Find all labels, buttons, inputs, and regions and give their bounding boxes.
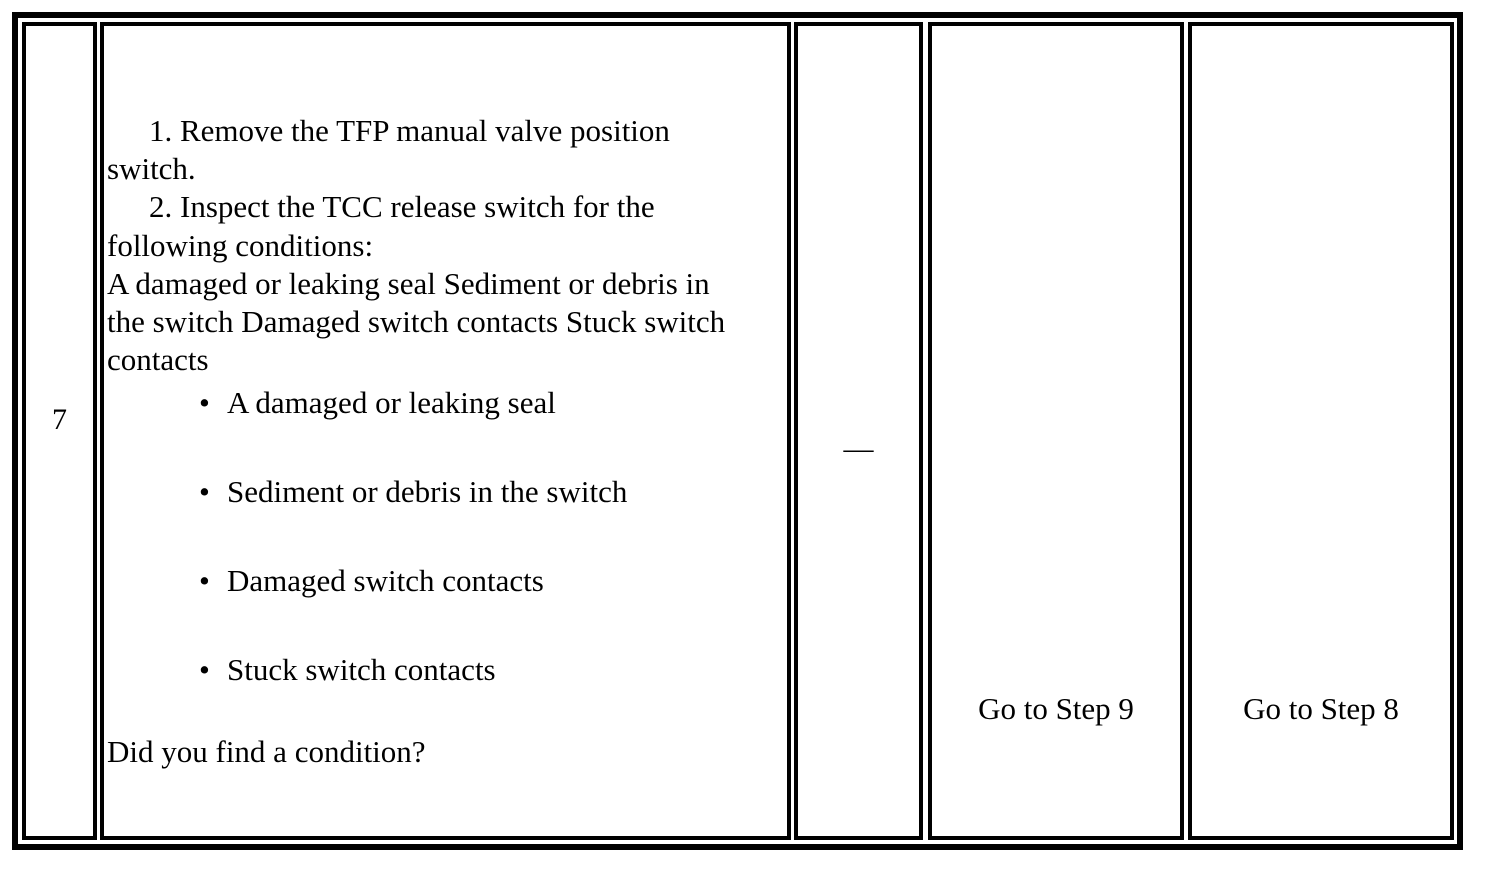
instruction-1: 1. Remove the TFP manual valve position <box>149 113 670 148</box>
action-cell: 1. Remove the TFP manual valve position … <box>100 22 791 840</box>
diagnostic-table: 7 1. Remove the TFP manual valve positio… <box>12 12 1463 850</box>
value-text: — <box>843 432 874 465</box>
action-instructions: 1. Remove the TFP manual valve position … <box>107 112 783 379</box>
instruction-1-cont: switch. <box>107 151 196 187</box>
step-number: 7 <box>52 403 67 436</box>
list-item: • Damaged switch contacts <box>199 562 627 651</box>
bullet-icon: • <box>199 385 210 420</box>
bullet-icon: • <box>199 563 210 598</box>
list-item: • Stuck switch contacts <box>199 651 627 740</box>
list-item-text: Stuck switch contacts <box>227 652 496 687</box>
list-item: • A damaged or leaking seal <box>199 384 627 473</box>
list-item-text: A damaged or leaking seal <box>227 385 556 420</box>
yes-action-text: Go to Step 9 <box>978 691 1134 726</box>
bullet-icon: • <box>199 474 210 509</box>
value-cell: — <box>794 22 923 840</box>
conditions-list: • A damaged or leaking seal • Sediment or … <box>199 384 627 740</box>
list-item-text: Sediment or debris in the switch <box>227 474 628 509</box>
conditions-summary-line-2: the switch Damaged switch contacts Stuck… <box>107 304 726 340</box>
yes-cell: Go to Step 9 <box>928 22 1184 840</box>
question-text: Did you find a condition? <box>107 734 426 769</box>
conditions-summary-line-3: contacts <box>107 342 209 378</box>
list-item: • Sediment or debris in the switch <box>199 473 627 562</box>
instruction-2: 2. Inspect the TCC release switch for th… <box>149 189 655 225</box>
instruction-2-cont: following conditions: <box>107 227 374 263</box>
step-cell: 7 <box>22 22 97 840</box>
bullet-icon: • <box>199 652 210 687</box>
conditions-summary-line-1: A damaged or leaking seal Sediment or de… <box>107 265 710 301</box>
list-item-text: Damaged switch contacts <box>227 563 544 598</box>
no-cell: Go to Step 8 <box>1188 22 1454 840</box>
no-action-text: Go to Step 8 <box>1243 691 1399 726</box>
